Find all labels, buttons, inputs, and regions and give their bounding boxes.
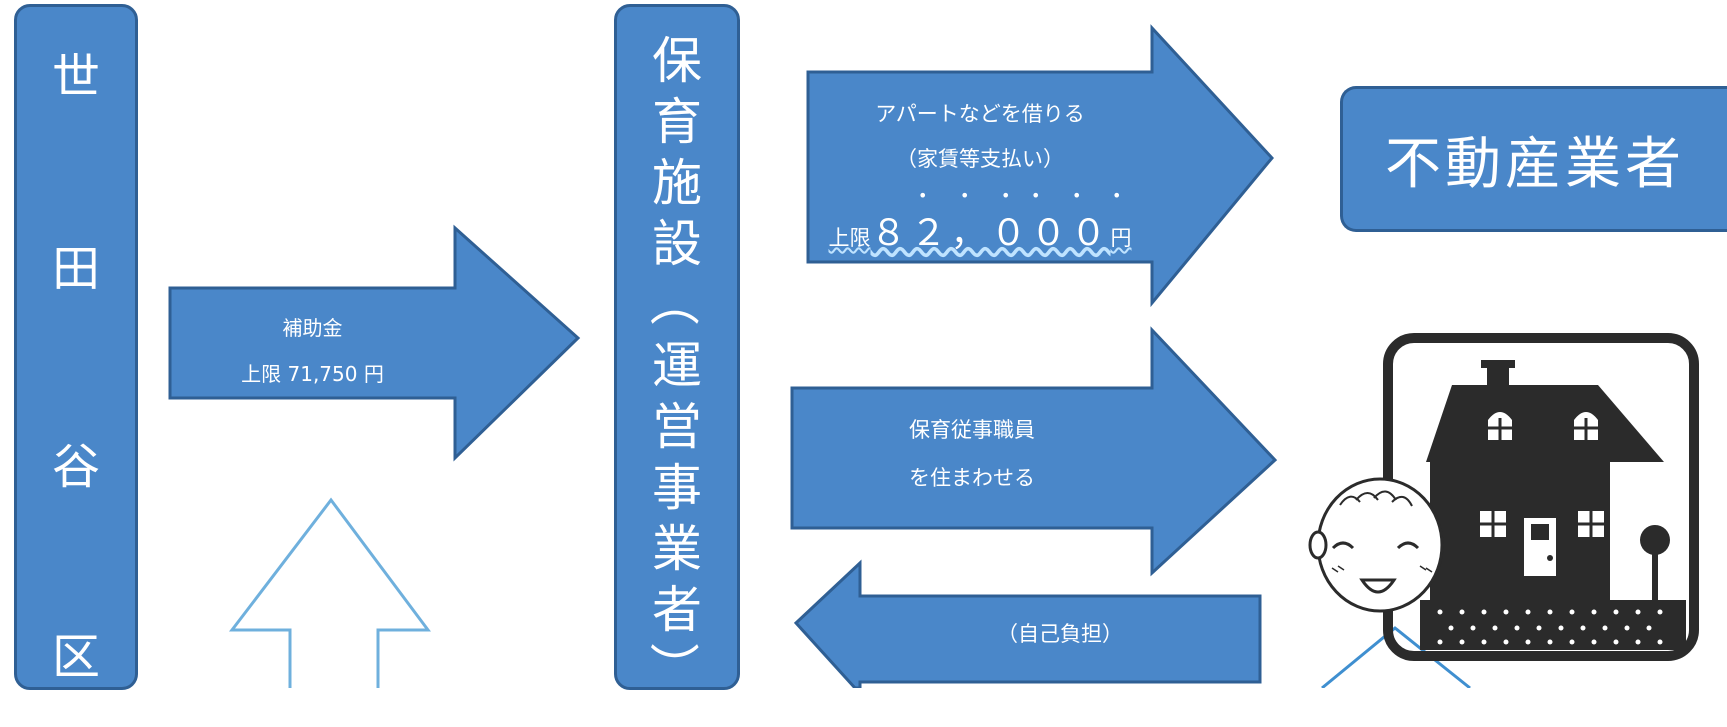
setagaya-char: 谷 [51, 439, 100, 495]
facility-box: 保 育 施 設 （ 運 営 事 業 者 ） [614, 4, 740, 692]
rent-label-1: アパートなどを借りる [875, 102, 1085, 126]
facility-char: 施 [652, 154, 702, 212]
emphasis-dot: • [1031, 186, 1041, 205]
subsidy-label-2: 上限 71,750 円 [241, 362, 384, 386]
realtor-label: 不動産業者 [1385, 131, 1685, 197]
emphasis-dot: • [1112, 186, 1122, 205]
facility-char: 育 [652, 93, 702, 151]
staff-label-1: 保育従事職員 [909, 418, 1035, 442]
facility-char: 業 [652, 520, 702, 578]
emphasis-dot: • [1072, 186, 1082, 205]
rent-label-2: （家賃等支払い） [896, 147, 1064, 171]
emphasis-dot: • [918, 186, 928, 205]
rent-arrow [806, 24, 1274, 308]
rent-limit: 上限８２，０００円 [808, 204, 1152, 256]
connector-line [1321, 626, 1471, 688]
subsidy-arrow [168, 224, 581, 462]
facility-char: 者 [652, 581, 702, 639]
facility-char: 事 [652, 459, 702, 517]
self-pay-arrow [793, 559, 1262, 688]
facility-char: 保 [652, 32, 702, 90]
rent-limit-prefix: 上限 [828, 226, 871, 250]
setagaya-char: 田 [51, 241, 100, 297]
arrows-layer [168, 24, 1699, 688]
rent-limit-suffix: 円 [1110, 226, 1132, 250]
house-icon [1383, 333, 1699, 661]
setagaya-char: 世 [51, 49, 100, 105]
facility-char: 運 [652, 337, 702, 395]
staff-label-2: を住まわせる [909, 466, 1035, 490]
facility-char: 設 [652, 215, 702, 273]
baby-face-icon [1308, 477, 1444, 613]
setagaya-char: 区 [51, 629, 100, 685]
staff-arrow [790, 326, 1278, 577]
emphasis-dot: • [1001, 186, 1011, 205]
diagram: 世 田 谷 区 保 育 施 設 （ 運 営 事 業 者 ） 補助金 上限 71,… [14, 4, 1727, 692]
facility-char: ） [644, 642, 702, 692]
emphasis-dot: • [960, 186, 970, 205]
subsidy-label-1: 補助金 [282, 316, 343, 340]
realtor-box: 不動産業者 [1340, 86, 1727, 232]
facility-char: 営 [652, 398, 702, 456]
rent-limit-amount: ８２，０００ [870, 213, 1111, 254]
self-pay-label: （自己負担） [997, 622, 1123, 646]
setagaya-box: 世 田 谷 区 [14, 4, 138, 690]
hollow-up-arrow [228, 497, 431, 688]
